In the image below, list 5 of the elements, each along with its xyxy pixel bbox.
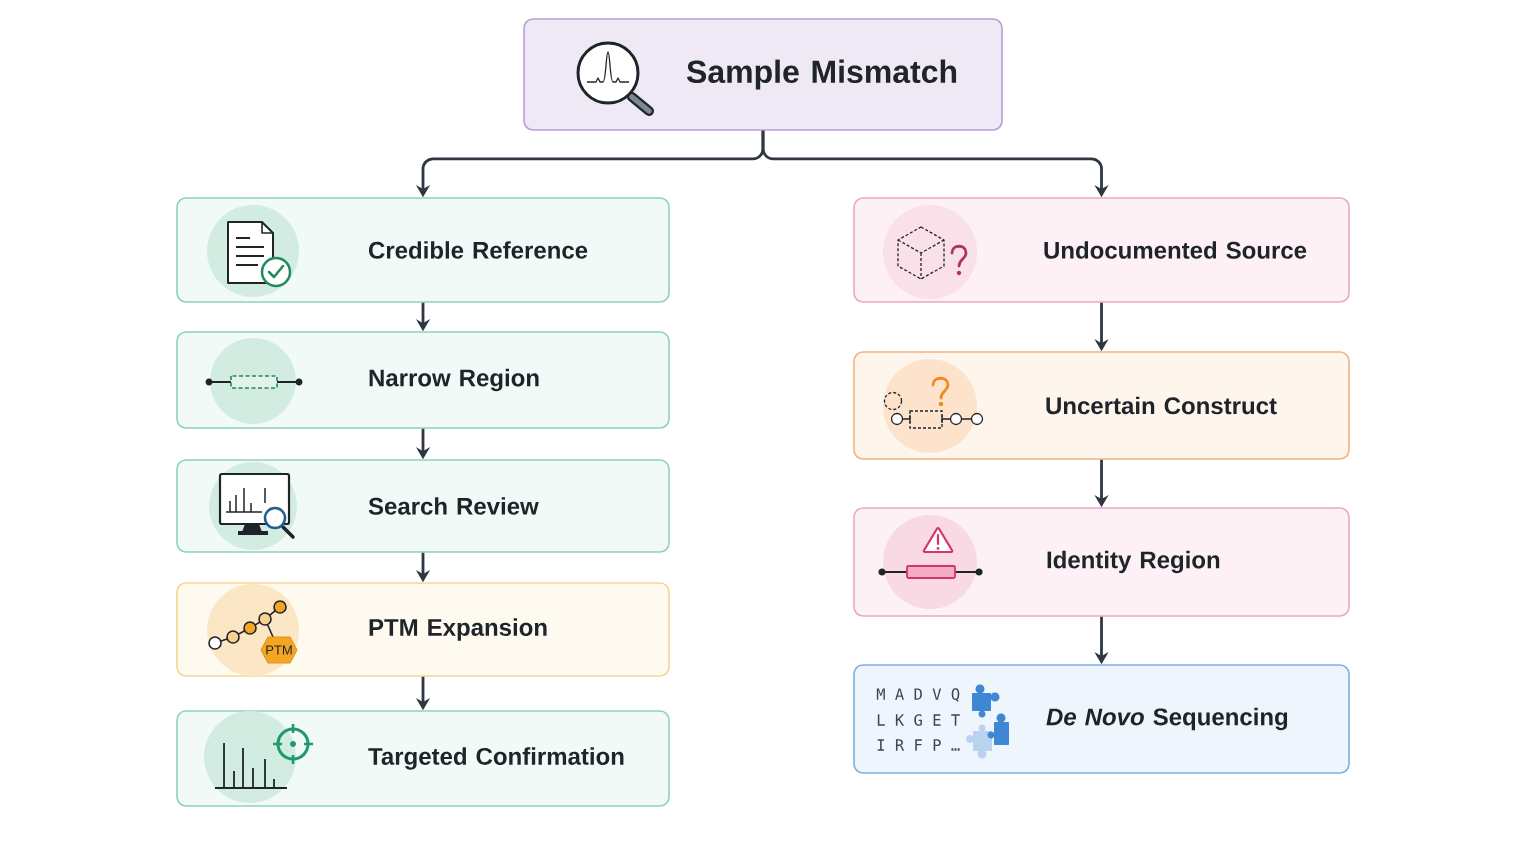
sequence-text: L K G E T [877, 714, 960, 726]
sequence-text: I R F P … [877, 739, 960, 751]
process-box: Sample Mismatch [523, 18, 1003, 131]
hexagon-tag: PTM [260, 636, 298, 664]
sequence-text: M A D V Q [876, 688, 960, 702]
